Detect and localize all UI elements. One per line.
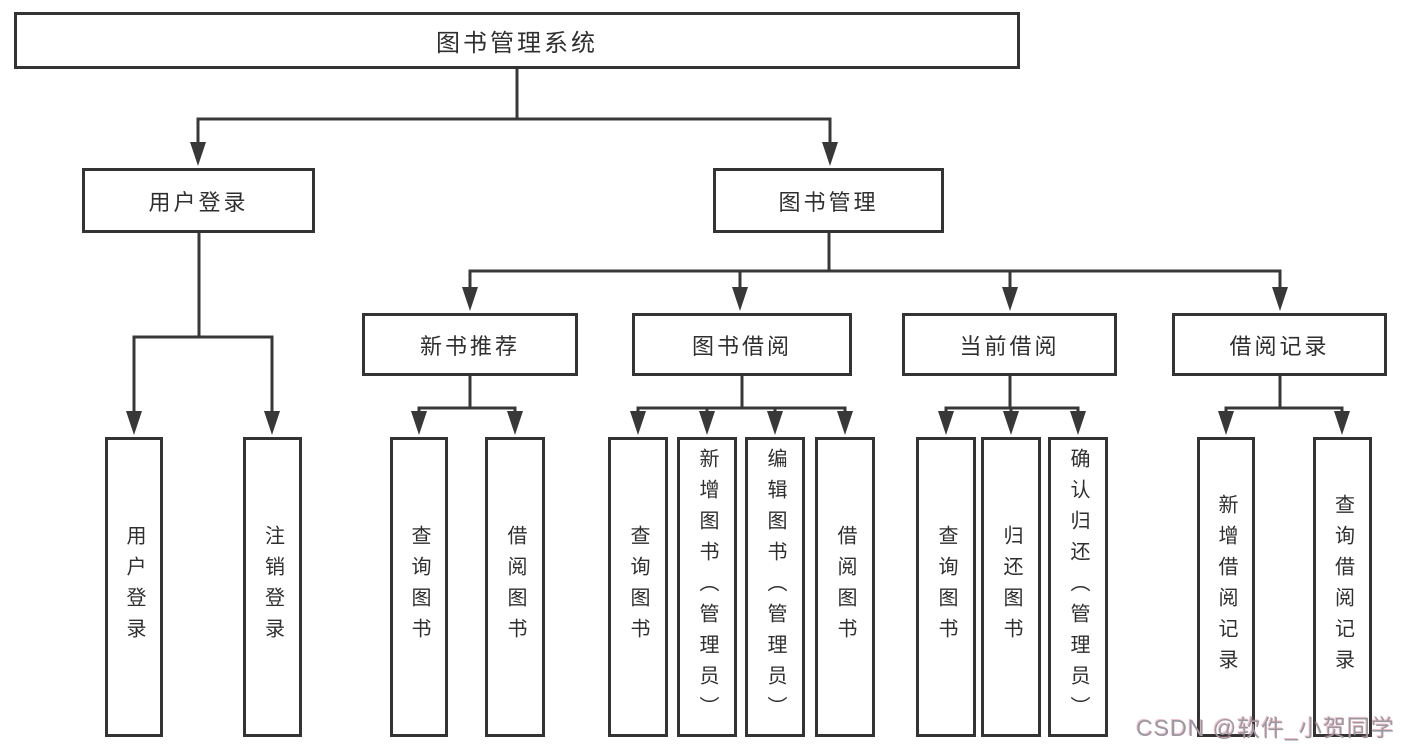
arrow-down-icon — [630, 411, 646, 435]
node-book-management: 图书管理 — [713, 168, 944, 233]
arrow-down-icon — [767, 411, 783, 435]
arrow-down-icon — [462, 287, 478, 311]
arrow-down-icon — [1272, 287, 1288, 311]
arrow-down-icon — [699, 411, 715, 435]
leaf-add-book-admin: 新增图书（管理员） — [677, 437, 737, 737]
node-current-borrow: 当前借阅 — [902, 313, 1117, 376]
leaf-query-borrow-record: 查询借阅记录 — [1313, 437, 1372, 737]
leaf-label: 确认归还（管理员） — [1067, 447, 1089, 727]
leaf-user-login: 用户登录 — [105, 437, 163, 737]
leaf-label: 借阅图书 — [834, 525, 856, 649]
leaf-label: 注销登录 — [261, 525, 284, 649]
arrow-down-icon — [1334, 411, 1350, 435]
leaf-label: 查询借阅记录 — [1331, 494, 1354, 680]
node-library-management-system: 图书管理系统 — [14, 12, 1020, 69]
leaf-query-books-current: 查询图书 — [916, 437, 976, 737]
leaf-label: 借阅图书 — [504, 525, 526, 649]
arrow-down-icon — [507, 411, 523, 435]
node-user-login: 用户登录 — [82, 168, 315, 233]
node-book-borrow: 图书借阅 — [632, 313, 852, 376]
leaf-label: 查询图书 — [408, 525, 430, 649]
arrow-down-icon — [264, 411, 280, 435]
arrow-down-icon — [732, 287, 748, 311]
watermark: CSDN @软件_小贺同学 — [1136, 715, 1395, 741]
leaf-query-books-borrow: 查询图书 — [608, 437, 668, 737]
leaf-label: 查询图书 — [627, 525, 649, 649]
leaf-add-borrow-record: 新增借阅记录 — [1197, 437, 1255, 737]
arrow-down-icon — [411, 411, 427, 435]
arrow-down-icon — [1070, 411, 1086, 435]
leaf-borrow-books: 借阅图书 — [815, 437, 875, 737]
node-new-book-recommend: 新书推荐 — [362, 313, 578, 376]
arrow-down-icon — [190, 142, 206, 166]
leaf-label: 新增图书（管理员） — [696, 447, 718, 727]
arrow-down-icon — [126, 411, 142, 435]
leaf-confirm-return-admin: 确认归还（管理员） — [1048, 437, 1108, 737]
node-borrow-records: 借阅记录 — [1172, 313, 1387, 376]
leaf-label: 查询图书 — [935, 525, 957, 649]
leaf-label: 编辑图书（管理员） — [764, 447, 786, 727]
arrow-down-icon — [822, 142, 838, 166]
leaf-label: 用户登录 — [123, 525, 145, 649]
leaf-edit-book-admin: 编辑图书（管理员） — [745, 437, 805, 737]
arrow-down-icon — [938, 411, 954, 435]
leaf-query-books-recommend: 查询图书 — [390, 437, 448, 737]
leaf-label: 归还图书 — [1000, 525, 1022, 649]
leaf-return-book: 归还图书 — [981, 437, 1041, 737]
arrow-down-icon — [1003, 411, 1019, 435]
leaf-borrow-books-recommend: 借阅图书 — [485, 437, 545, 737]
leaf-label: 新增借阅记录 — [1215, 494, 1237, 680]
arrow-down-icon — [1218, 411, 1234, 435]
leaf-logout: 注销登录 — [243, 437, 302, 737]
arrow-down-icon — [837, 411, 853, 435]
arrow-down-icon — [1002, 287, 1018, 311]
